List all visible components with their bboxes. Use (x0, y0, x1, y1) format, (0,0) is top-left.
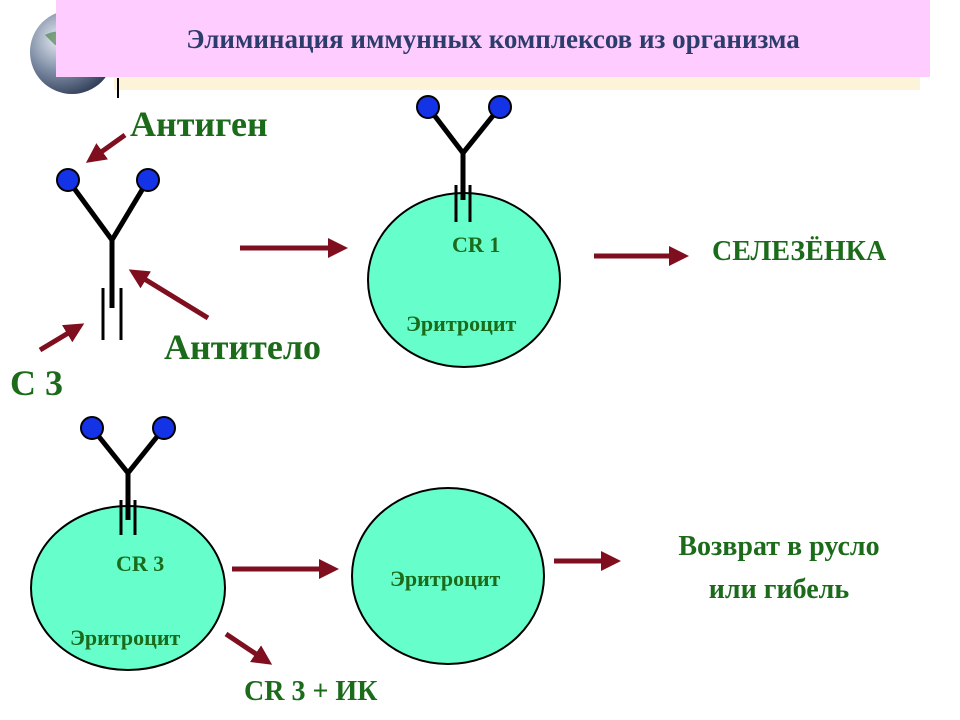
erythrocyte-cr1 (367, 192, 561, 368)
spleen-label: СЕЛЕЗЁНКА (712, 236, 887, 267)
antigen-dot (488, 95, 512, 119)
erythrocyte-3-label: Эритроцит (390, 566, 501, 591)
erythrocyte-plain (351, 487, 545, 665)
antigen-label: Антиген (130, 104, 268, 144)
antibody-molecule-3 (80, 416, 176, 535)
antibody-molecule-2 (416, 95, 512, 222)
antigen-pointer-arrow (85, 132, 127, 163)
erythrocyte-2-label: Эритроцит (70, 625, 181, 650)
c3-label: С 3 (10, 363, 63, 403)
page-title: Элиминация иммунных комплексов из органи… (186, 24, 800, 54)
return-label-line2: или гибель (708, 574, 850, 605)
title-banner (56, 0, 930, 77)
flow-arrow-to-cr3-ik (224, 631, 273, 665)
antigen-dot (152, 416, 176, 440)
cr3-ik-label: CR 3 + ИК (244, 676, 378, 707)
antigen-dot (136, 168, 160, 192)
antibody-pointer-arrow (128, 269, 210, 321)
antigen-dot (56, 168, 80, 192)
antigen-dot (80, 416, 104, 440)
return-label-line1: Возврат в русло (678, 531, 880, 562)
antibody-label: Антитело (164, 327, 322, 367)
erythrocyte-1-label: Эритроцит (406, 311, 517, 336)
cr1-receptor-label: CR 1 (452, 232, 501, 257)
antibody-molecule-1 (56, 168, 160, 340)
antigen-dot (416, 95, 440, 119)
cr3-receptor-label: CR 3 (116, 551, 165, 576)
c3-pointer-arrow (38, 323, 85, 353)
